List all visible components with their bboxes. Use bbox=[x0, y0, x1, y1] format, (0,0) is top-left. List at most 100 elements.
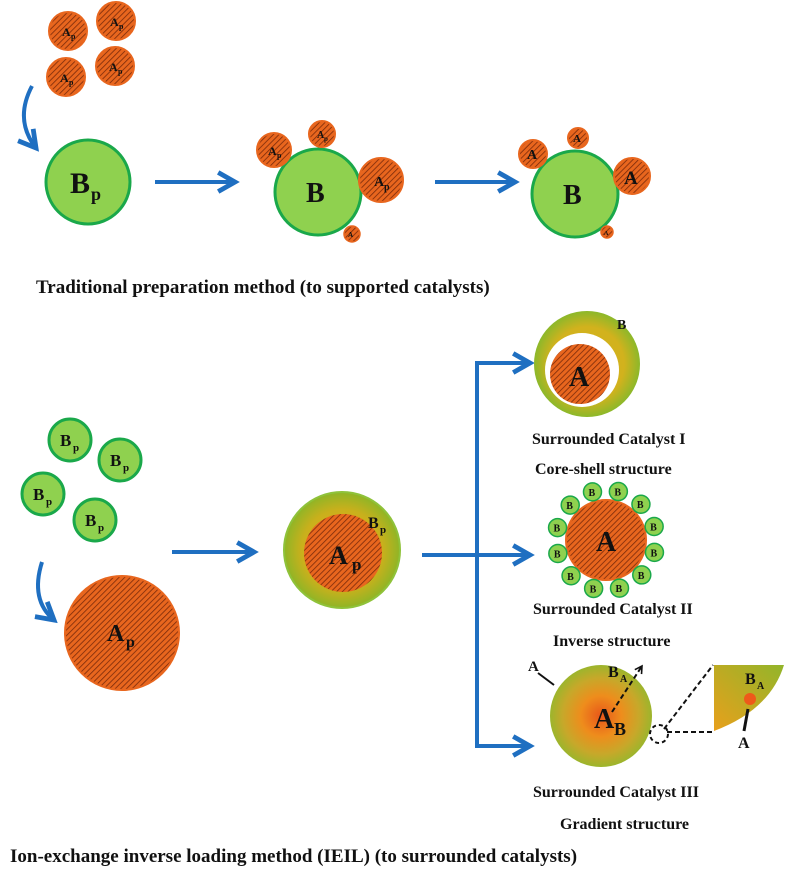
a-particle: A bbox=[613, 157, 651, 195]
svg-text:A: A bbox=[527, 148, 538, 163]
svg-text:p: p bbox=[277, 151, 282, 160]
b-satellite-particle: B bbox=[583, 578, 604, 599]
svg-text:A: A bbox=[268, 144, 277, 158]
ap-particle: A p bbox=[48, 11, 88, 51]
a-particle: A bbox=[518, 139, 548, 169]
svg-text:B: B bbox=[617, 318, 626, 333]
svg-text:B: B bbox=[590, 584, 597, 595]
catalyst-3-subtitle: Gradient structure bbox=[560, 816, 689, 833]
svg-text:A: A bbox=[569, 362, 590, 393]
bp-support-particle: B p bbox=[44, 138, 132, 226]
svg-text:B: B bbox=[614, 719, 626, 739]
b-satellite-particle: B bbox=[561, 566, 581, 586]
svg-text:B: B bbox=[33, 485, 44, 504]
svg-text:A: A bbox=[109, 60, 118, 74]
ap-particle: A bbox=[343, 225, 361, 243]
svg-text:B: B bbox=[85, 511, 96, 530]
loaded-support-step2: B A p A p A p A bbox=[256, 120, 404, 243]
svg-text:A: A bbox=[107, 621, 125, 647]
b-satellite-particle: B bbox=[609, 578, 630, 598]
svg-text:B: B bbox=[563, 180, 582, 211]
svg-text:B: B bbox=[567, 572, 574, 583]
svg-text:A: A bbox=[110, 15, 119, 29]
svg-text:B: B bbox=[637, 500, 644, 511]
a-particle: A bbox=[600, 225, 614, 239]
b-satellite-particle: B bbox=[608, 481, 629, 502]
intermediate-particle: A p B p bbox=[283, 491, 401, 609]
traditional-section: A p A p A p A p B p B bbox=[17, 1, 651, 298]
svg-text:B: B bbox=[554, 524, 561, 535]
svg-text:p: p bbox=[119, 22, 124, 31]
bp-particle: B p bbox=[47, 417, 93, 463]
supported-catalyst-step3: B A A A A bbox=[518, 127, 651, 239]
curved-arrow bbox=[34, 561, 58, 624]
catalyst-3-title: Surrounded Catalyst III bbox=[533, 784, 699, 801]
svg-text:A: A bbox=[624, 168, 638, 189]
ieil-section: B p B p B p B p A p A p B bbox=[10, 311, 784, 867]
b-satellite-particle: B bbox=[547, 517, 568, 538]
svg-text:B: B bbox=[638, 571, 645, 582]
svg-text:B: B bbox=[566, 501, 573, 512]
ieil-caption: Ion-exchange inverse loading method (IEI… bbox=[10, 846, 577, 867]
ap-particle: A p bbox=[358, 157, 404, 203]
svg-text:B: B bbox=[745, 671, 756, 688]
catalyst-1-subtitle: Core-shell structure bbox=[535, 461, 672, 478]
svg-text:B: B bbox=[650, 522, 657, 533]
b-satellite-particle: B bbox=[631, 494, 651, 514]
b-satellite-particle: B bbox=[560, 495, 580, 515]
b-satellite-particle: B bbox=[582, 482, 603, 502]
svg-text:p: p bbox=[71, 32, 76, 41]
svg-text:A: A bbox=[348, 231, 353, 239]
svg-text:p: p bbox=[380, 524, 386, 536]
b-satellite-particle: B bbox=[644, 516, 664, 537]
svg-text:p: p bbox=[91, 184, 101, 204]
svg-text:p: p bbox=[46, 496, 52, 508]
catalyst-2-subtitle: Inverse structure bbox=[553, 633, 670, 650]
svg-text:A: A bbox=[62, 25, 71, 39]
svg-text:A: A bbox=[329, 541, 348, 570]
bp-particle: B p bbox=[72, 497, 118, 543]
svg-text:p: p bbox=[126, 634, 135, 651]
svg-text:B: B bbox=[70, 167, 90, 200]
catalyst-2-title: Surrounded Catalyst II bbox=[533, 601, 693, 618]
ap-particle: A p bbox=[96, 1, 136, 41]
svg-text:p: p bbox=[324, 135, 328, 143]
svg-text:p: p bbox=[118, 67, 123, 76]
svg-text:A: A bbox=[317, 130, 325, 141]
svg-text:A: A bbox=[60, 71, 69, 85]
svg-text:A: A bbox=[594, 704, 615, 735]
svg-text:p: p bbox=[73, 442, 79, 454]
svg-text:B: B bbox=[110, 451, 121, 470]
svg-text:A: A bbox=[604, 231, 609, 237]
svg-text:A: A bbox=[620, 674, 628, 685]
svg-text:A: A bbox=[738, 735, 750, 752]
ap-particle: A p bbox=[256, 132, 292, 168]
svg-text:B: B bbox=[60, 431, 71, 450]
svg-text:p: p bbox=[352, 555, 361, 574]
bp-particle: B p bbox=[20, 471, 66, 517]
curved-arrow bbox=[17, 85, 39, 152]
svg-text:B: B bbox=[608, 664, 619, 681]
surrounded-catalyst-3: A A B B A B A A Surrounded Catalyst III … bbox=[528, 659, 784, 833]
svg-text:p: p bbox=[123, 462, 129, 474]
b-satellite-particle: B bbox=[644, 542, 665, 563]
a-particle: A bbox=[567, 127, 589, 149]
bp-particle: B p bbox=[97, 437, 143, 483]
svg-text:p: p bbox=[98, 522, 104, 534]
svg-text:B: B bbox=[616, 584, 623, 595]
svg-text:B: B bbox=[368, 515, 379, 532]
svg-text:B: B bbox=[306, 178, 325, 209]
svg-text:p: p bbox=[384, 182, 390, 193]
b-satellite-particle: B bbox=[632, 565, 652, 585]
svg-text:B: B bbox=[650, 548, 657, 559]
svg-text:A: A bbox=[374, 175, 385, 190]
ap-particle: A p bbox=[46, 57, 86, 97]
svg-text:B: B bbox=[588, 488, 595, 499]
ap-support-particle: A p bbox=[64, 575, 180, 691]
svg-text:A: A bbox=[596, 527, 617, 558]
traditional-caption: Traditional preparation method (to suppo… bbox=[36, 277, 490, 298]
catalyst-1-title: Surrounded Catalyst I bbox=[532, 431, 686, 448]
svg-text:A: A bbox=[528, 659, 539, 675]
